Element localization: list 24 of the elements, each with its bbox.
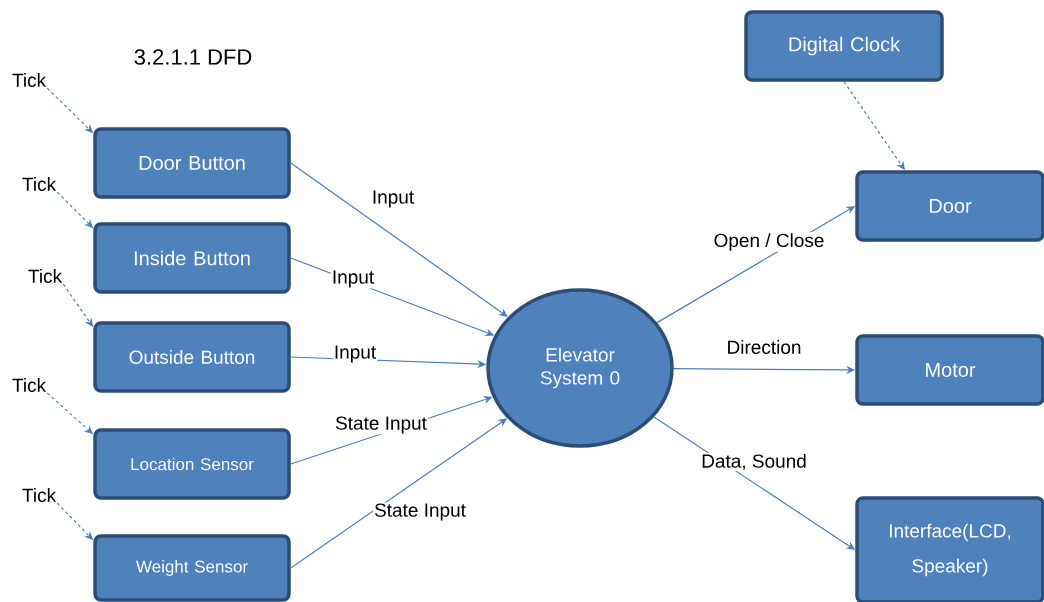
- source-label: Tick: [22, 177, 57, 191]
- process-box: Door: [855, 170, 1044, 242]
- title: 3.2.1.1 DFD: [134, 49, 252, 65]
- edge-label: State Input: [334, 415, 428, 435]
- process-box: Door Button: [93, 127, 291, 199]
- source-label: Tick: [22, 488, 57, 502]
- process-box: Interface(LCD, Speaker): [855, 496, 1044, 602]
- arrow: [290, 162, 508, 317]
- source-label: Tick: [12, 73, 47, 87]
- process-box: Outside Button: [93, 321, 291, 393]
- process-box: Digital Clock: [744, 10, 944, 82]
- process-box: Motor: [855, 334, 1044, 406]
- process-box: Weight Sensor: [93, 534, 291, 602]
- edge-label: Data, Sound: [700, 452, 808, 472]
- edge-label: Direction: [725, 339, 803, 355]
- process-box: Location Sensor: [93, 428, 291, 500]
- edge-label: Input: [332, 344, 378, 364]
- edge-label: Input: [330, 269, 376, 289]
- source-label: Tick: [28, 269, 63, 283]
- edge-label: Input: [370, 189, 416, 209]
- edge-label: Open / Close: [712, 232, 826, 252]
- process-box: Inside Button: [93, 222, 291, 294]
- edge-label: State Input: [373, 502, 467, 522]
- source-label: Tick: [12, 378, 47, 392]
